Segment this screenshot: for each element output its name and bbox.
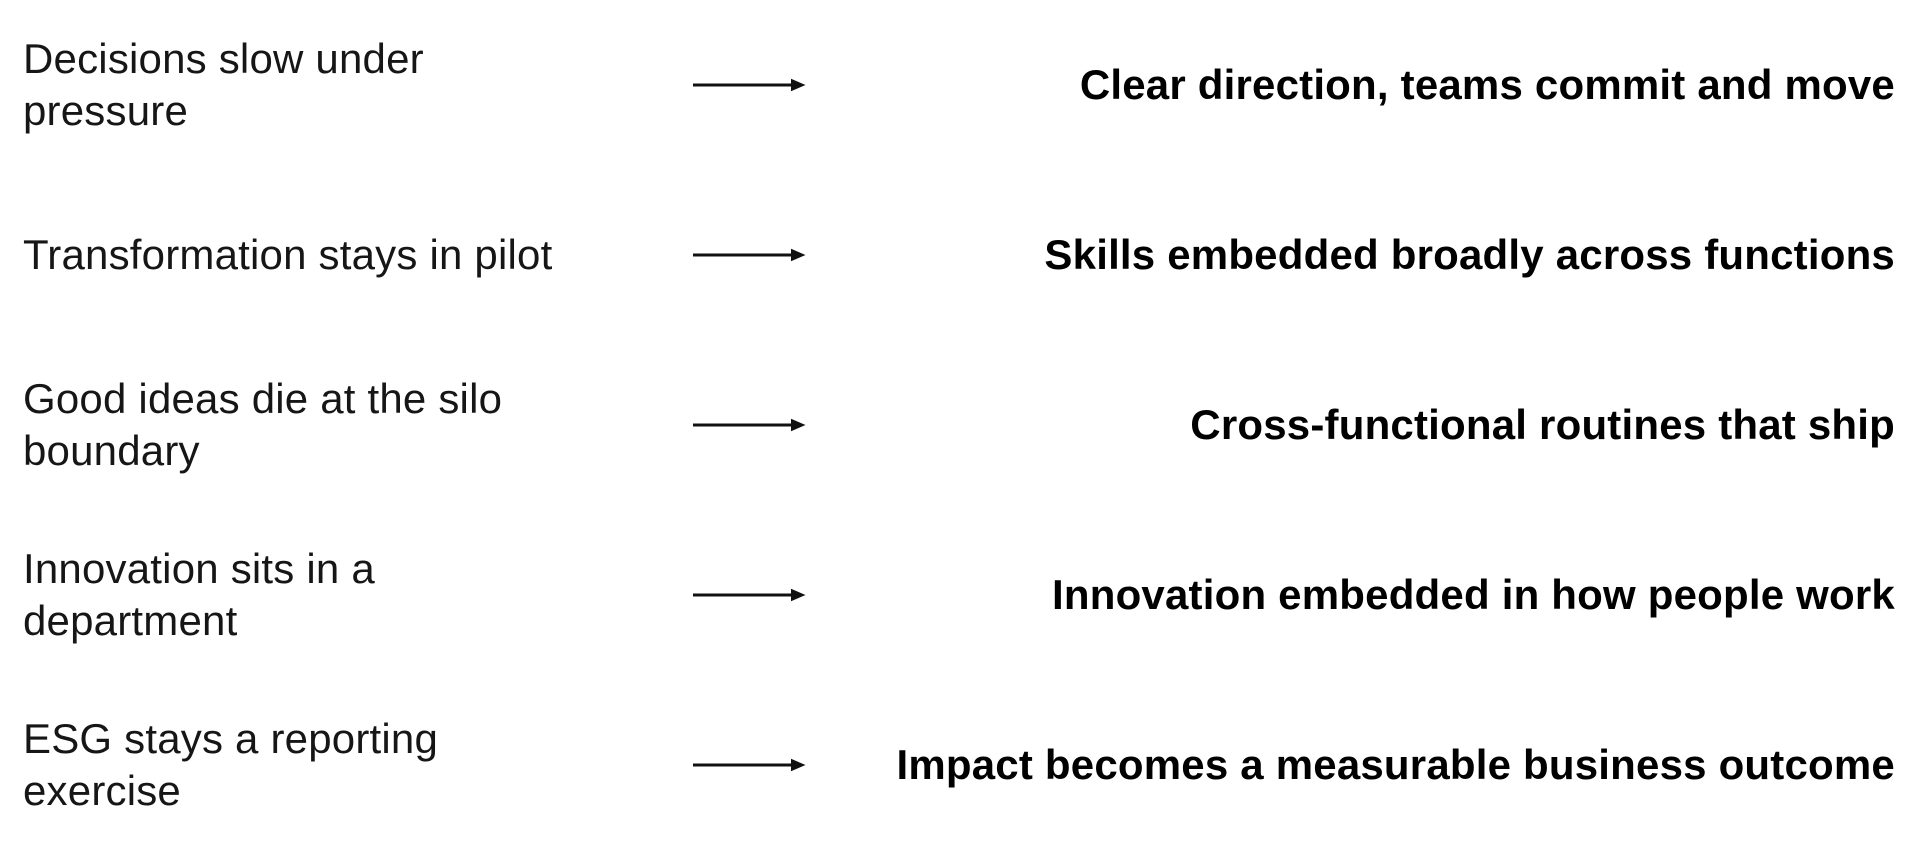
after-label: Innovation embedded in how people work [1052, 570, 1895, 618]
mapping-row-esg: ESG stays a reporting exercise Impact be… [23, 680, 1895, 850]
arrow-column [643, 415, 833, 435]
after-label: Impact becomes a measurable business out… [896, 740, 1895, 788]
arrow-column [643, 75, 833, 95]
arrow-right-icon [693, 588, 806, 602]
mapping-row-silo: Good ideas die at the silo boundary Cros… [23, 340, 1895, 510]
before-label: ESG stays a reporting exercise [23, 714, 439, 814]
mapping-row-innovation: Innovation sits in a department Innovati… [23, 510, 1895, 680]
mapping-row-transformation: Transformation stays in pilot Skills emb… [23, 170, 1895, 340]
arrow-right-icon [693, 758, 806, 772]
before-label: Innovation sits in a department [23, 544, 375, 644]
arrow-right-icon [693, 248, 806, 262]
after-label: Cross-functional routines that ship [1190, 400, 1895, 448]
after-label: Skills embedded broadly across functions [1044, 230, 1895, 278]
before-label: Transformation stays in pilot [23, 230, 553, 278]
arrow-column [643, 585, 833, 605]
arrow-right-icon [693, 418, 806, 432]
arrow-column [643, 245, 833, 265]
arrow-column [643, 755, 833, 775]
arrow-right-icon [693, 78, 806, 92]
after-label: Clear direction, teams commit and move [1079, 60, 1895, 108]
before-label: Decisions slow under pressure [23, 34, 424, 134]
mapping-row-decisions: Decisions slow under pressure Clear dire… [23, 0, 1895, 170]
before-label: Good ideas die at the silo boundary [23, 374, 503, 474]
